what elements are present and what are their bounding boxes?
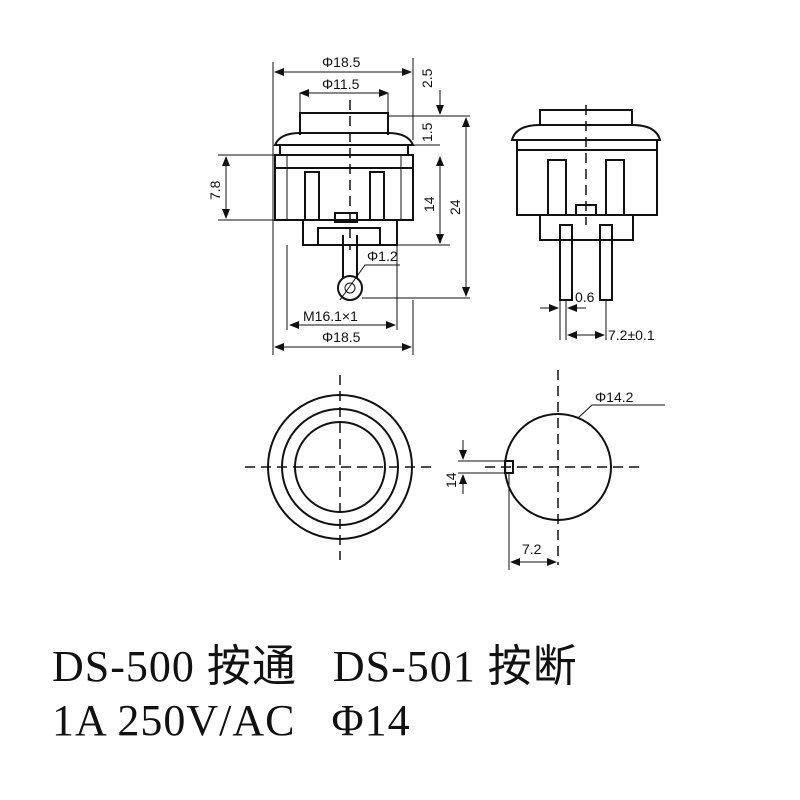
dim-slot: 14 — [443, 472, 459, 488]
caption-rating: 1A 250V/AC Φ14 — [52, 696, 411, 745]
caption-models: DS-500 按通 DS-501 按断 — [52, 642, 578, 691]
dim-cap: Φ11.5 — [322, 76, 360, 92]
dim-diameter: Φ14.2 — [595, 389, 634, 405]
dim-offset: 7.2 — [522, 541, 542, 557]
panel-cutout-view: Φ14.2 14 7.2 — [443, 370, 665, 570]
dim-thread: M16.1×1 — [303, 308, 358, 324]
dim-outer-bottom: Φ18.5 — [322, 329, 361, 345]
dim-panel: 7.8 — [207, 180, 223, 200]
dim-flange: 1.5 — [419, 122, 435, 142]
front-view: Φ18.5 Φ11.5 2.5 1.5 14 24 7.8 Φ1.2 M16.1… — [207, 54, 470, 355]
dim-body-height: 14 — [421, 196, 437, 212]
dim-total-height: 24 — [447, 199, 463, 215]
top-view — [245, 375, 432, 560]
dim-hole: Φ1.2 — [367, 248, 398, 264]
dim-pin-pitch: 7.2±0.1 — [608, 327, 655, 343]
dim-outer-top: Φ18.5 — [322, 54, 361, 70]
side-view: 0.6 7.2±0.1 — [510, 105, 662, 343]
dim-cap-height: 2.5 — [419, 68, 435, 88]
dim-pin: 0.6 — [575, 289, 595, 305]
